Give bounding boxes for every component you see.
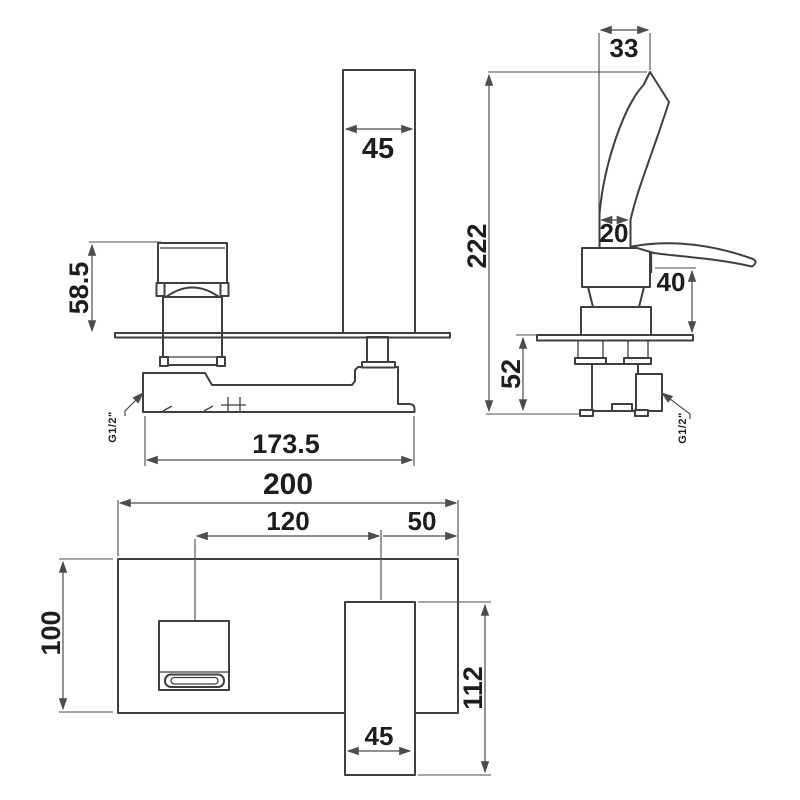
dim-front-handle-height: 58.5 xyxy=(64,262,94,315)
front-handle-dome xyxy=(165,286,220,298)
side-valve-bottom-tab xyxy=(611,403,633,412)
front-handle xyxy=(155,242,230,367)
front-view: 45 58.5 xyxy=(64,69,451,466)
side-view: 33 222 20 40 xyxy=(462,25,757,444)
dim-plan-spout-to-edge: 50 xyxy=(408,506,437,536)
front-manifold-detail-ticks xyxy=(162,397,246,412)
plan-handle xyxy=(158,620,230,691)
side-handle-body xyxy=(580,247,652,336)
side-valve-body xyxy=(574,340,663,417)
side-handle-upper-block xyxy=(581,247,651,288)
dim-side-depth-below-plate: 52 xyxy=(496,359,526,389)
plan-handle-slot-outer xyxy=(164,673,225,688)
dim-side-spout-tube-depth: 20 xyxy=(600,218,629,248)
manifold-tick-2 xyxy=(203,405,214,412)
side-foot-right xyxy=(634,409,649,417)
front-handle-foot-right xyxy=(216,356,226,367)
front-handle-tab-left xyxy=(155,282,166,297)
front-manifold-body xyxy=(142,366,416,413)
plan-handle-slot-inner xyxy=(170,676,219,685)
front-handle-foot-left xyxy=(159,356,169,367)
side-thread-leader-line xyxy=(661,392,691,419)
dim-front-body-length: 173.5 xyxy=(252,429,320,459)
dim-plan-spout-width: 45 xyxy=(365,721,394,751)
side-handle-neck xyxy=(587,286,645,308)
dim-side-lever-clearance: 40 xyxy=(657,267,686,297)
dim-plan-plate-length: 200 xyxy=(263,468,313,501)
front-spout-tail-collar xyxy=(361,361,396,369)
dim-front-spout-width: 45 xyxy=(362,133,394,165)
label-side-inlet-thread: G1/2" xyxy=(677,412,689,444)
side-inlet-fitting xyxy=(635,373,663,412)
dim-plan-spout-projection: 112 xyxy=(458,666,488,710)
front-thread-leader-line xyxy=(124,392,144,416)
dim-plan-handle-to-spout: 120 xyxy=(266,506,309,536)
side-handle-lower-block xyxy=(580,306,652,336)
side-tube-cap-left xyxy=(574,357,607,365)
front-wall-plate xyxy=(114,332,451,339)
dim-side-overall-height: 222 xyxy=(462,223,492,268)
side-wall-plate xyxy=(536,334,694,342)
dim-side-spout-tip-depth: 33 xyxy=(610,33,639,63)
front-handle-body xyxy=(162,296,223,366)
front-handle-knob xyxy=(157,242,228,284)
dim-plan-plate-width: 100 xyxy=(36,610,66,655)
label-front-inlet-thread: G1/2" xyxy=(107,411,119,443)
plan-view: 200 120 50 100 112 45 xyxy=(36,468,491,776)
front-spout-tailpiece xyxy=(366,336,389,363)
plan-spout-body xyxy=(344,601,416,776)
front-spout-column xyxy=(342,69,416,334)
side-foot-left xyxy=(579,409,594,417)
side-handle-lever xyxy=(631,242,757,268)
front-handle-tab-right xyxy=(219,282,230,297)
manifold-tick-1 xyxy=(162,405,173,412)
